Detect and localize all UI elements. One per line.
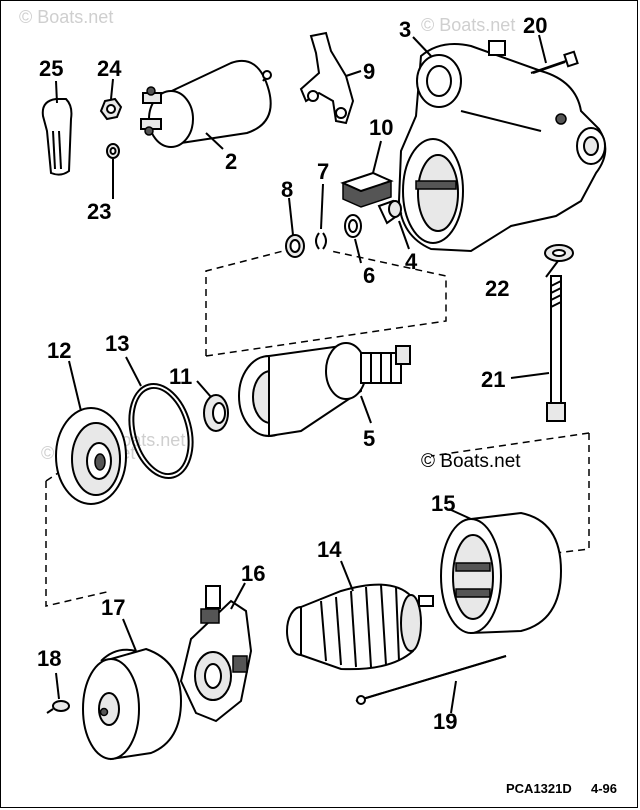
callout-7: 7 xyxy=(317,159,329,184)
part-10-block xyxy=(340,171,394,208)
callout-15: 15 xyxy=(431,491,455,516)
watermark: © Boats.net xyxy=(19,7,113,27)
callout-11: 11 xyxy=(169,364,192,389)
callout-14: 14 xyxy=(317,537,342,562)
callout-17: 17 xyxy=(101,595,125,620)
callout-25: 25 xyxy=(39,56,63,81)
part-21-through-bolt xyxy=(546,275,566,422)
part-15-frame xyxy=(440,511,563,635)
callout-10: 10 xyxy=(369,115,393,140)
callout-23: 23 xyxy=(87,199,111,224)
alignment-line-upper xyxy=(205,248,447,357)
callout-9: 9 xyxy=(363,59,375,84)
callout-20: 20 xyxy=(523,13,547,38)
callout-12: 12 xyxy=(47,338,71,363)
figure-date: 4-96 xyxy=(591,781,617,796)
part-5-drive-assembly xyxy=(238,342,411,438)
part-17-end-frame xyxy=(82,647,183,761)
callout-21: 21 xyxy=(481,367,505,392)
part-19-rod xyxy=(355,655,507,705)
part-20-bolt xyxy=(530,50,579,74)
part-3-drive-housing xyxy=(397,40,607,253)
part-8-collar xyxy=(285,234,305,258)
part-16-brush-holder xyxy=(179,585,253,723)
copyright-notice: © Boats.net xyxy=(421,451,521,472)
leader-lines xyxy=(55,34,559,714)
part-11-bearing xyxy=(203,394,229,432)
callout-18: 18 xyxy=(37,646,61,671)
part-13-o-ring xyxy=(128,382,194,480)
callout-5: 5 xyxy=(363,426,375,451)
alignment-line-lower xyxy=(45,432,590,607)
callout-16: 16 xyxy=(241,561,265,586)
part-24-nut xyxy=(99,97,123,121)
part-7-clip xyxy=(315,232,327,250)
callout-22: 22 xyxy=(485,276,509,301)
part-23-washer xyxy=(106,143,120,159)
part-12-end-cover xyxy=(55,407,127,505)
callout-19: 19 xyxy=(433,709,457,734)
part-18-screw xyxy=(46,700,70,714)
callout-24: 24 xyxy=(97,56,122,81)
callout-2: 2 xyxy=(225,149,237,174)
part-2-solenoid xyxy=(140,60,272,148)
part-22-washer xyxy=(544,244,574,262)
callout-4: 4 xyxy=(405,249,418,274)
part-14-armature xyxy=(286,583,434,671)
callout-8: 8 xyxy=(281,177,293,202)
part-6-ring xyxy=(344,214,362,238)
part-4-bushing xyxy=(377,199,403,225)
callout-6: 6 xyxy=(363,263,375,288)
callout-3: 3 xyxy=(399,17,411,42)
watermark: © Boats.net xyxy=(421,15,515,35)
figure-code: PCA1321D xyxy=(506,781,572,796)
part-9-fork-lever xyxy=(299,31,355,125)
part-25-boot xyxy=(41,98,73,176)
callout-13: 13 xyxy=(105,331,129,356)
